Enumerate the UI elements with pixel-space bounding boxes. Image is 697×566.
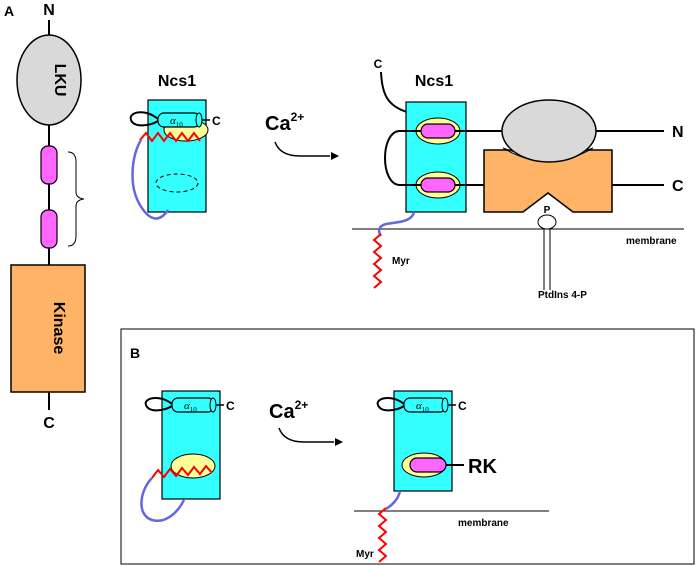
complex-c-tail-label: C — [374, 57, 383, 71]
complex-linker — [377, 211, 416, 237]
ncs1-free-title: Ncs1 — [158, 73, 196, 90]
ca-arrow-b-curve — [278, 427, 334, 443]
ncs1-free-loop — [129, 111, 159, 127]
ca-arrow-a-curve — [274, 141, 330, 157]
b-left-helix-label: α10 — [184, 400, 197, 414]
ncs1-free-c-label: C — [212, 114, 221, 128]
ca-arrow-b-label: Ca2+ — [269, 398, 308, 423]
ncs1-free-linker — [131, 139, 170, 220]
complex-myr-label: Myr — [392, 256, 410, 267]
b-left-c-label: C — [226, 399, 235, 413]
complex-membrane-label: membrane — [626, 236, 677, 247]
lku-domain — [16, 34, 82, 126]
b-left-myristoyl — [151, 464, 213, 479]
b-right-magenta-helix — [409, 457, 447, 473]
panel-a-label: A — [4, 3, 14, 19]
helix-cylinder-1 — [40, 145, 58, 185]
complex-myristoyl — [372, 233, 383, 289]
lku-label: LKU — [51, 64, 68, 97]
ca-arrow-a-label: Ca2+ — [265, 110, 304, 135]
complex-c-label: C — [672, 178, 684, 195]
b-left-helix-cap — [209, 397, 217, 413]
complex-c-tail — [380, 71, 408, 113]
b-right-membrane-label: membrane — [458, 518, 509, 529]
helix-bracket — [67, 151, 85, 247]
complex-phosphate-head — [537, 214, 557, 230]
kinase-domain — [10, 264, 86, 393]
ncs1-pi4k-complex: Ncs1 C N C P PtdIns 4-P membrane — [352, 57, 684, 301]
b-right-myristoyl — [377, 507, 388, 563]
b-right-helix-cap — [441, 397, 449, 413]
complex-n-label: N — [672, 124, 684, 141]
panel-b-label: B — [130, 345, 140, 361]
ca-arrow-a-head — [331, 152, 339, 160]
b-left-linker — [140, 477, 186, 523]
ncs1-free-myristoyl — [139, 131, 201, 143]
b-right-myr-label: Myr — [356, 549, 374, 560]
b-left-loop — [144, 397, 173, 412]
complex-helix-connector — [384, 130, 421, 186]
b-right-c-label: C — [458, 399, 467, 413]
complex-magenta-helix-lower — [420, 177, 456, 193]
b-left-yellow-pocket — [170, 453, 216, 479]
kinase-label: Kinase — [50, 302, 67, 355]
domain-n-terminus: N — [43, 2, 55, 19]
complex-ncs1-title: Ncs1 — [415, 73, 453, 90]
helix-cylinder-2 — [40, 209, 58, 249]
ncs1-free-empty-pocket — [155, 173, 199, 193]
b-right-helix-label: α10 — [416, 400, 429, 414]
ca-arrow-a: Ca2+ — [265, 110, 339, 160]
domain-c-terminus: C — [43, 415, 55, 432]
ncs1-free-state: Ncs1 α10 C — [129, 73, 221, 220]
panel-b-right-ncs1: α10 C RK membrane Myr — [354, 390, 549, 563]
ca-arrow-b: Ca2+ — [269, 398, 343, 446]
ncs1-free-helix-cap — [195, 112, 203, 128]
panel-b-frame — [120, 328, 695, 565]
panel-b-left-ncs1: α10 C — [140, 390, 235, 523]
domain-bar: N LKU Kinase C — [10, 2, 86, 432]
b-right-loop — [376, 397, 405, 412]
ncs1-free-helix-label: α10 — [170, 115, 183, 129]
complex-phosphate-label: P — [544, 205, 551, 216]
complex-magenta-helix-upper — [420, 123, 456, 139]
b-right-rk-label: RK — [468, 456, 497, 478]
complex-lku-domain — [501, 99, 597, 163]
complex-lipid-label: PtdIns 4-P — [538, 290, 587, 301]
ca-arrow-b-head — [335, 438, 343, 446]
b-right-linker — [385, 490, 402, 511]
